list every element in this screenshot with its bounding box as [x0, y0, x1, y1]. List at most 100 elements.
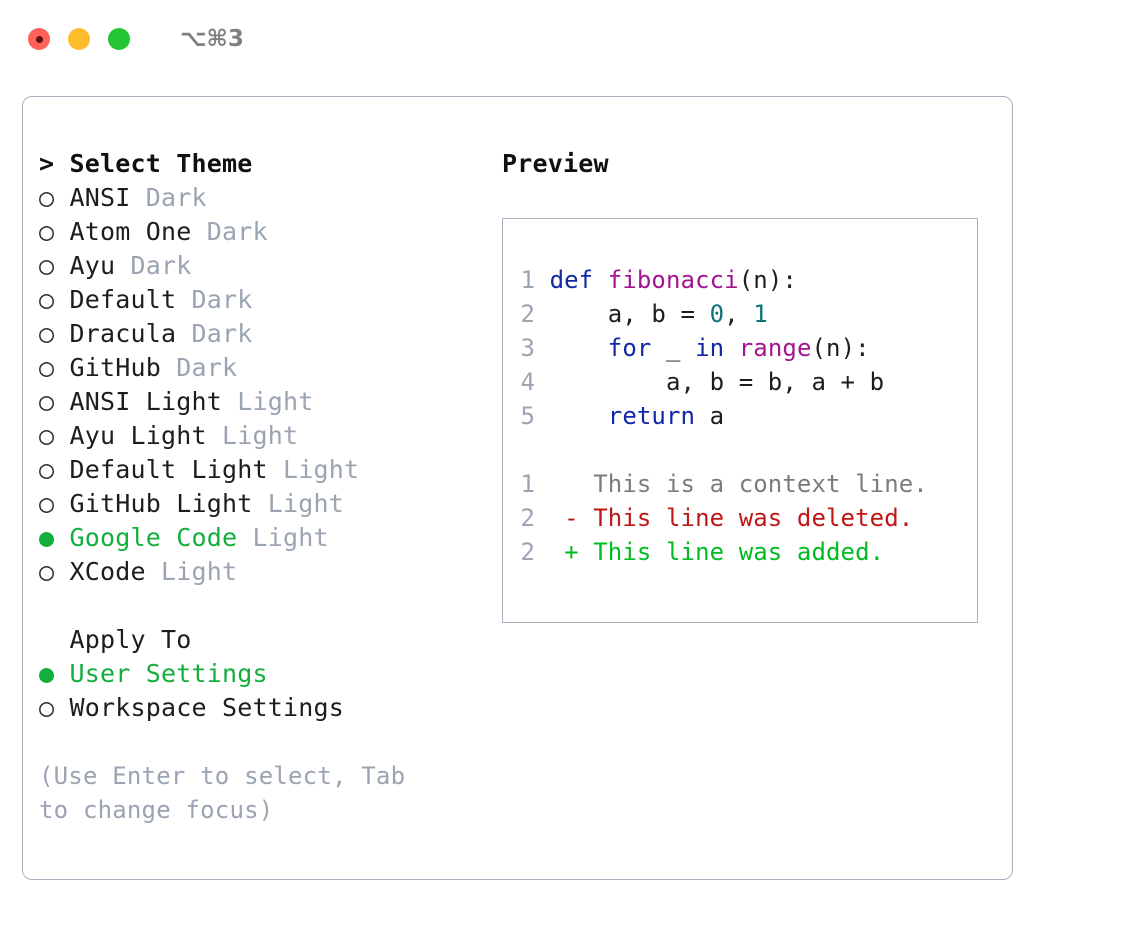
code-gutter-space — [535, 266, 550, 294]
line-number: 2 — [520, 504, 535, 532]
maximize-window-icon[interactable] — [108, 28, 130, 50]
theme-option-ayu-light[interactable]: ○ Ayu Light Light — [39, 419, 479, 453]
code-gutter-space — [535, 334, 550, 362]
apply-to-option-label: Workspace Settings — [69, 693, 345, 722]
diff-gap — [519, 433, 977, 467]
code-token-num: 0 — [709, 300, 725, 328]
theme-option-variant: Light — [237, 523, 329, 552]
radio-unselected-icon: ○ — [39, 353, 70, 382]
radio-selected-icon: ● — [39, 523, 70, 552]
theme-option-dracula[interactable]: ○ Dracula Dark — [39, 317, 479, 351]
radio-selected-icon: ● — [39, 659, 70, 688]
diff-marker: - — [564, 504, 594, 532]
preview-title: Preview — [502, 149, 609, 178]
code-line: 4 a, b = b, a + b — [519, 365, 977, 399]
preview-column: Preview 1 def fibonacci (n): 2 a, b = 0, 1… — [502, 147, 1002, 623]
theme-option-variant: Light — [267, 455, 360, 484]
line-number: 2 — [520, 300, 535, 328]
theme-option-variant: Light — [206, 421, 299, 450]
apply-to-heading: Apply To — [39, 625, 192, 654]
code-line: 2 a, b = 0, 1 — [519, 297, 977, 331]
radio-unselected-icon: ○ — [39, 693, 70, 722]
code-token-kw: return — [607, 402, 696, 430]
page-title: > Select Theme — [39, 149, 253, 178]
diff-gutter-space — [535, 538, 564, 566]
code-token-txt: a, b = — [549, 300, 710, 328]
theme-option-variant: Light — [252, 489, 345, 518]
theme-option-label: GitHub Light — [69, 489, 253, 518]
code-token-kw: def — [549, 266, 594, 294]
theme-option-label: Atom One — [69, 217, 192, 246]
theme-option-google-code[interactable]: ● Google Code Light — [39, 521, 479, 555]
code-token-txt — [550, 334, 608, 362]
traffic-lights — [28, 28, 130, 50]
diff-marker: + — [564, 538, 594, 566]
radio-unselected-icon: ○ — [39, 557, 70, 586]
theme-option-variant: Dark — [161, 353, 238, 382]
apply-to-option-user-settings[interactable]: ● User Settings — [39, 657, 479, 691]
diff-sample: 1 This is a context line.2 - This line w… — [519, 467, 977, 569]
theme-option-label: XCode — [69, 557, 146, 586]
line-number: 3 — [520, 334, 535, 362]
theme-option-label: Ayu Light — [69, 421, 207, 450]
theme-option-github-light[interactable]: ○ GitHub Light Light — [39, 487, 479, 521]
radio-unselected-icon: ○ — [39, 183, 70, 212]
close-window-icon[interactable] — [28, 28, 50, 50]
diff-text: This line was deleted. — [593, 504, 914, 532]
code-token-txt: (n): — [811, 334, 870, 362]
diff-line-add: 2 + This line was added. — [519, 535, 977, 569]
theme-option-variant: Dark — [130, 183, 207, 212]
theme-option-default-light[interactable]: ○ Default Light Light — [39, 453, 479, 487]
code-line: 3 for _ in range(n): — [519, 331, 977, 365]
diff-text: This line was added. — [593, 538, 885, 566]
code-line: 5 return a — [519, 399, 977, 433]
code-gutter-space — [535, 368, 550, 396]
code-token-txt — [593, 266, 608, 294]
code-token-txt: a — [695, 402, 725, 430]
radio-unselected-icon: ○ — [39, 489, 70, 518]
code-token-kw: in — [695, 334, 725, 362]
radio-unselected-icon: ○ — [39, 285, 70, 314]
theme-option-default[interactable]: ○ Default Dark — [39, 283, 479, 317]
theme-option-atom-one[interactable]: ○ Atom One Dark — [39, 215, 479, 249]
diff-gutter-space — [535, 504, 564, 532]
theme-option-variant: Dark — [176, 319, 253, 348]
line-number: 1 — [520, 470, 535, 498]
code-token-fn: fibonacci — [607, 266, 739, 294]
code-token-txt — [724, 334, 739, 362]
minimize-window-icon[interactable] — [68, 28, 90, 50]
theme-picker-column: > Select Theme ○ ANSI Dark○ Atom One Dar… — [39, 147, 479, 827]
code-token-txt: , — [724, 300, 754, 328]
theme-option-ansi[interactable]: ○ ANSI Dark — [39, 181, 479, 215]
theme-option-ansi-light[interactable]: ○ ANSI Light Light — [39, 385, 479, 419]
diff-gutter-space — [535, 470, 564, 498]
keyboard-shortcut-label: ⌥⌘3 — [180, 26, 244, 52]
theme-option-variant: Light — [145, 557, 238, 586]
theme-option-label: ANSI Light — [69, 387, 223, 416]
theme-option-variant: Dark — [191, 217, 268, 246]
theme-option-label: Ayu — [69, 251, 116, 280]
diff-line-ctx: 1 This is a context line. — [519, 467, 977, 501]
radio-unselected-icon: ○ — [39, 455, 70, 484]
theme-option-label: ANSI — [69, 183, 131, 212]
diff-marker — [564, 470, 593, 498]
theme-option-github[interactable]: ○ GitHub Dark — [39, 351, 479, 385]
theme-option-label: Default Light — [69, 455, 268, 484]
radio-unselected-icon: ○ — [39, 217, 70, 246]
theme-option-xcode[interactable]: ○ XCode Light — [39, 555, 479, 589]
diff-line-del: 2 - This line was deleted. — [519, 501, 977, 535]
code-token-txt: _ — [651, 334, 696, 362]
radio-unselected-icon: ○ — [39, 421, 70, 450]
line-number: 1 — [520, 266, 535, 294]
theme-option-label: Dracula — [69, 319, 177, 348]
theme-option-variant: Light — [222, 387, 314, 416]
apply-to-option-workspace-settings[interactable]: ○ Workspace Settings — [39, 691, 479, 725]
code-token-fn: range — [738, 334, 812, 362]
theme-option-variant: Dark — [115, 251, 192, 280]
theme-option-ayu[interactable]: ○ Ayu Dark — [39, 249, 479, 283]
radio-unselected-icon: ○ — [39, 251, 70, 280]
line-number: 2 — [520, 538, 535, 566]
